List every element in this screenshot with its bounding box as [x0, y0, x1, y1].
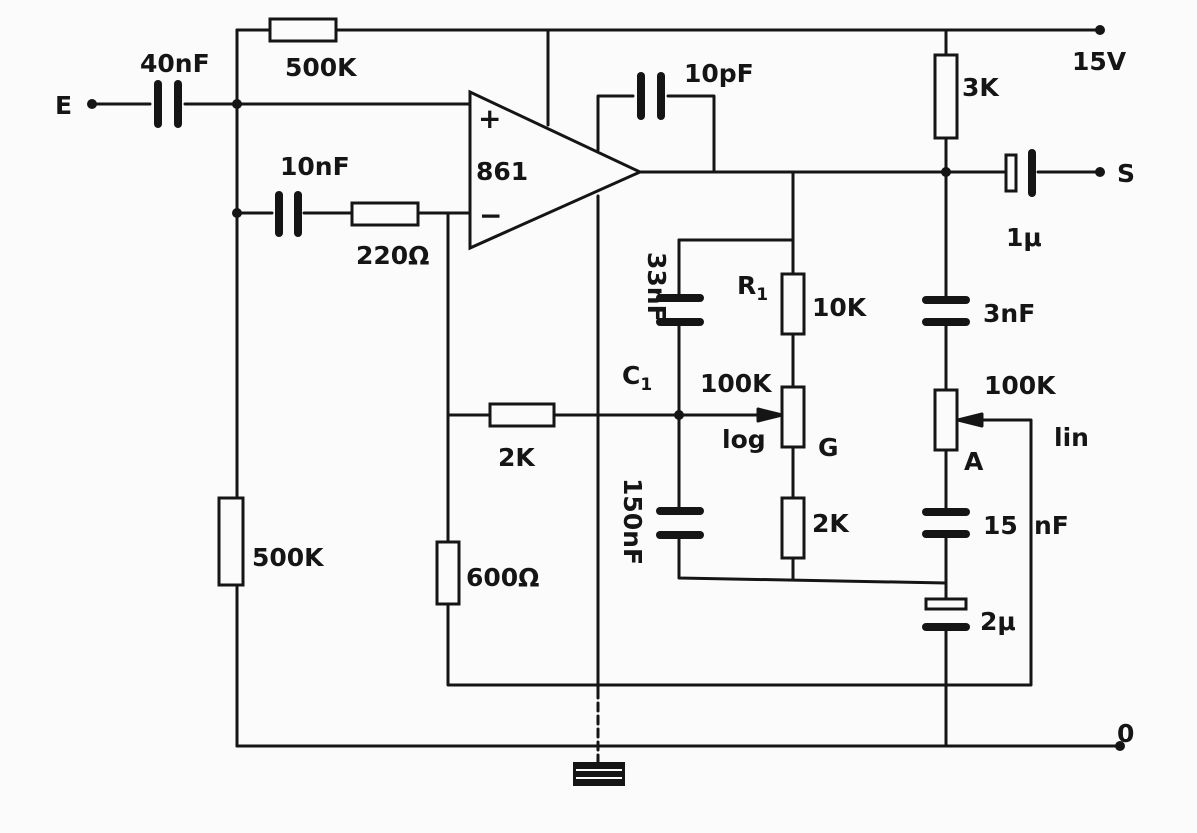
- pot-g-body: [780, 385, 806, 449]
- label-1u: 1μ: [1006, 223, 1042, 252]
- resistor-500k-top: [268, 17, 338, 43]
- resistor-600-ohm: [435, 540, 461, 606]
- label-10pf: 10pF: [684, 59, 754, 88]
- capacitors: [154, 72, 1036, 631]
- label-150nf: 150nF: [618, 478, 647, 565]
- capacitor-15nf: [922, 508, 970, 538]
- label-600-ohm: 600Ω: [466, 563, 539, 592]
- wires: [90, 28, 1122, 764]
- terminal-dot-s: [1095, 167, 1105, 177]
- terminal-dot-15v: [1095, 25, 1105, 35]
- labels: E S 15V 0 40nF 500K 10nF 220Ω 10pF 3K 1μ…: [55, 47, 1135, 748]
- junctions: [87, 25, 1125, 751]
- label-10nf: 10nF: [280, 152, 350, 181]
- pot-a-body: [933, 388, 959, 452]
- label-pot-a-lin: lin: [1054, 423, 1089, 452]
- label-2u: 2μ: [980, 607, 1016, 636]
- capacitor-1u-output: [1004, 149, 1036, 197]
- resistor-2k-horizontal: [488, 402, 556, 428]
- resistors: [217, 17, 959, 606]
- label-15nf: 15: [983, 511, 1018, 540]
- label-pot-g-100k: 100K: [700, 369, 773, 398]
- opamp-plus-sign: +: [478, 102, 501, 135]
- label-input-e: E: [55, 91, 72, 120]
- label-pot-a-100k: 100K: [984, 371, 1057, 400]
- potentiometer-a: [933, 388, 984, 452]
- terminal-dot-e: [87, 99, 97, 109]
- junction-dot: [232, 208, 242, 218]
- capacitor-2u: [922, 597, 970, 631]
- resistor-500k-left: [217, 496, 245, 587]
- label-output-s: S: [1117, 159, 1135, 188]
- capacitor-40nf: [154, 80, 182, 128]
- label-2k-vertical: 2K: [812, 509, 850, 538]
- pot-g-wiper-arrow: [756, 407, 784, 423]
- capacitor-150nf: [656, 507, 704, 539]
- resistor-2k-vertical: [780, 496, 806, 560]
- junction-dot: [674, 410, 684, 420]
- opamp-861: + − 861: [468, 89, 644, 251]
- label-40nf: 40nF: [140, 49, 210, 78]
- label-3k: 3K: [962, 73, 1000, 102]
- label-r1-10k: 10K: [812, 293, 868, 322]
- label-500k-top: 500K: [285, 53, 358, 82]
- label-pot-g: G: [818, 433, 839, 462]
- potentiometer-g: [756, 385, 806, 449]
- label-ground-0: 0: [1117, 719, 1134, 748]
- label-2k-horizontal: 2K: [498, 443, 536, 472]
- opamp-minus-sign: −: [479, 199, 502, 232]
- label-220-ohm: 220Ω: [356, 241, 429, 270]
- resistor-r1-10k: [780, 272, 806, 336]
- label-pot-a: A: [964, 447, 984, 476]
- label-c1: C1: [622, 361, 652, 395]
- label-pot-g-log: log: [722, 425, 766, 454]
- resistor-220-ohm: [350, 201, 420, 227]
- terminal-dot-ground: [1115, 741, 1125, 751]
- opamp-label: 861: [476, 157, 528, 186]
- label-15nf-unit: nF: [1034, 511, 1069, 540]
- label-r1: R1: [737, 271, 768, 305]
- label-33nf: 33nF: [642, 252, 671, 322]
- label-3nf: 3nF: [983, 299, 1035, 328]
- junction-dot: [941, 167, 951, 177]
- capacitor-33nf: [656, 294, 704, 326]
- label-500k-left: 500K: [252, 543, 325, 572]
- label-supply-15v: 15V: [1072, 47, 1127, 76]
- capacitor-10pf: [637, 72, 665, 120]
- chassis-ground-icon: [573, 762, 625, 786]
- junction-dot: [232, 99, 242, 109]
- capacitor-3nf: [922, 296, 970, 326]
- capacitor-10nf: [275, 191, 302, 237]
- pot-a-wiper-arrow: [956, 412, 984, 428]
- resistor-3k: [933, 53, 959, 140]
